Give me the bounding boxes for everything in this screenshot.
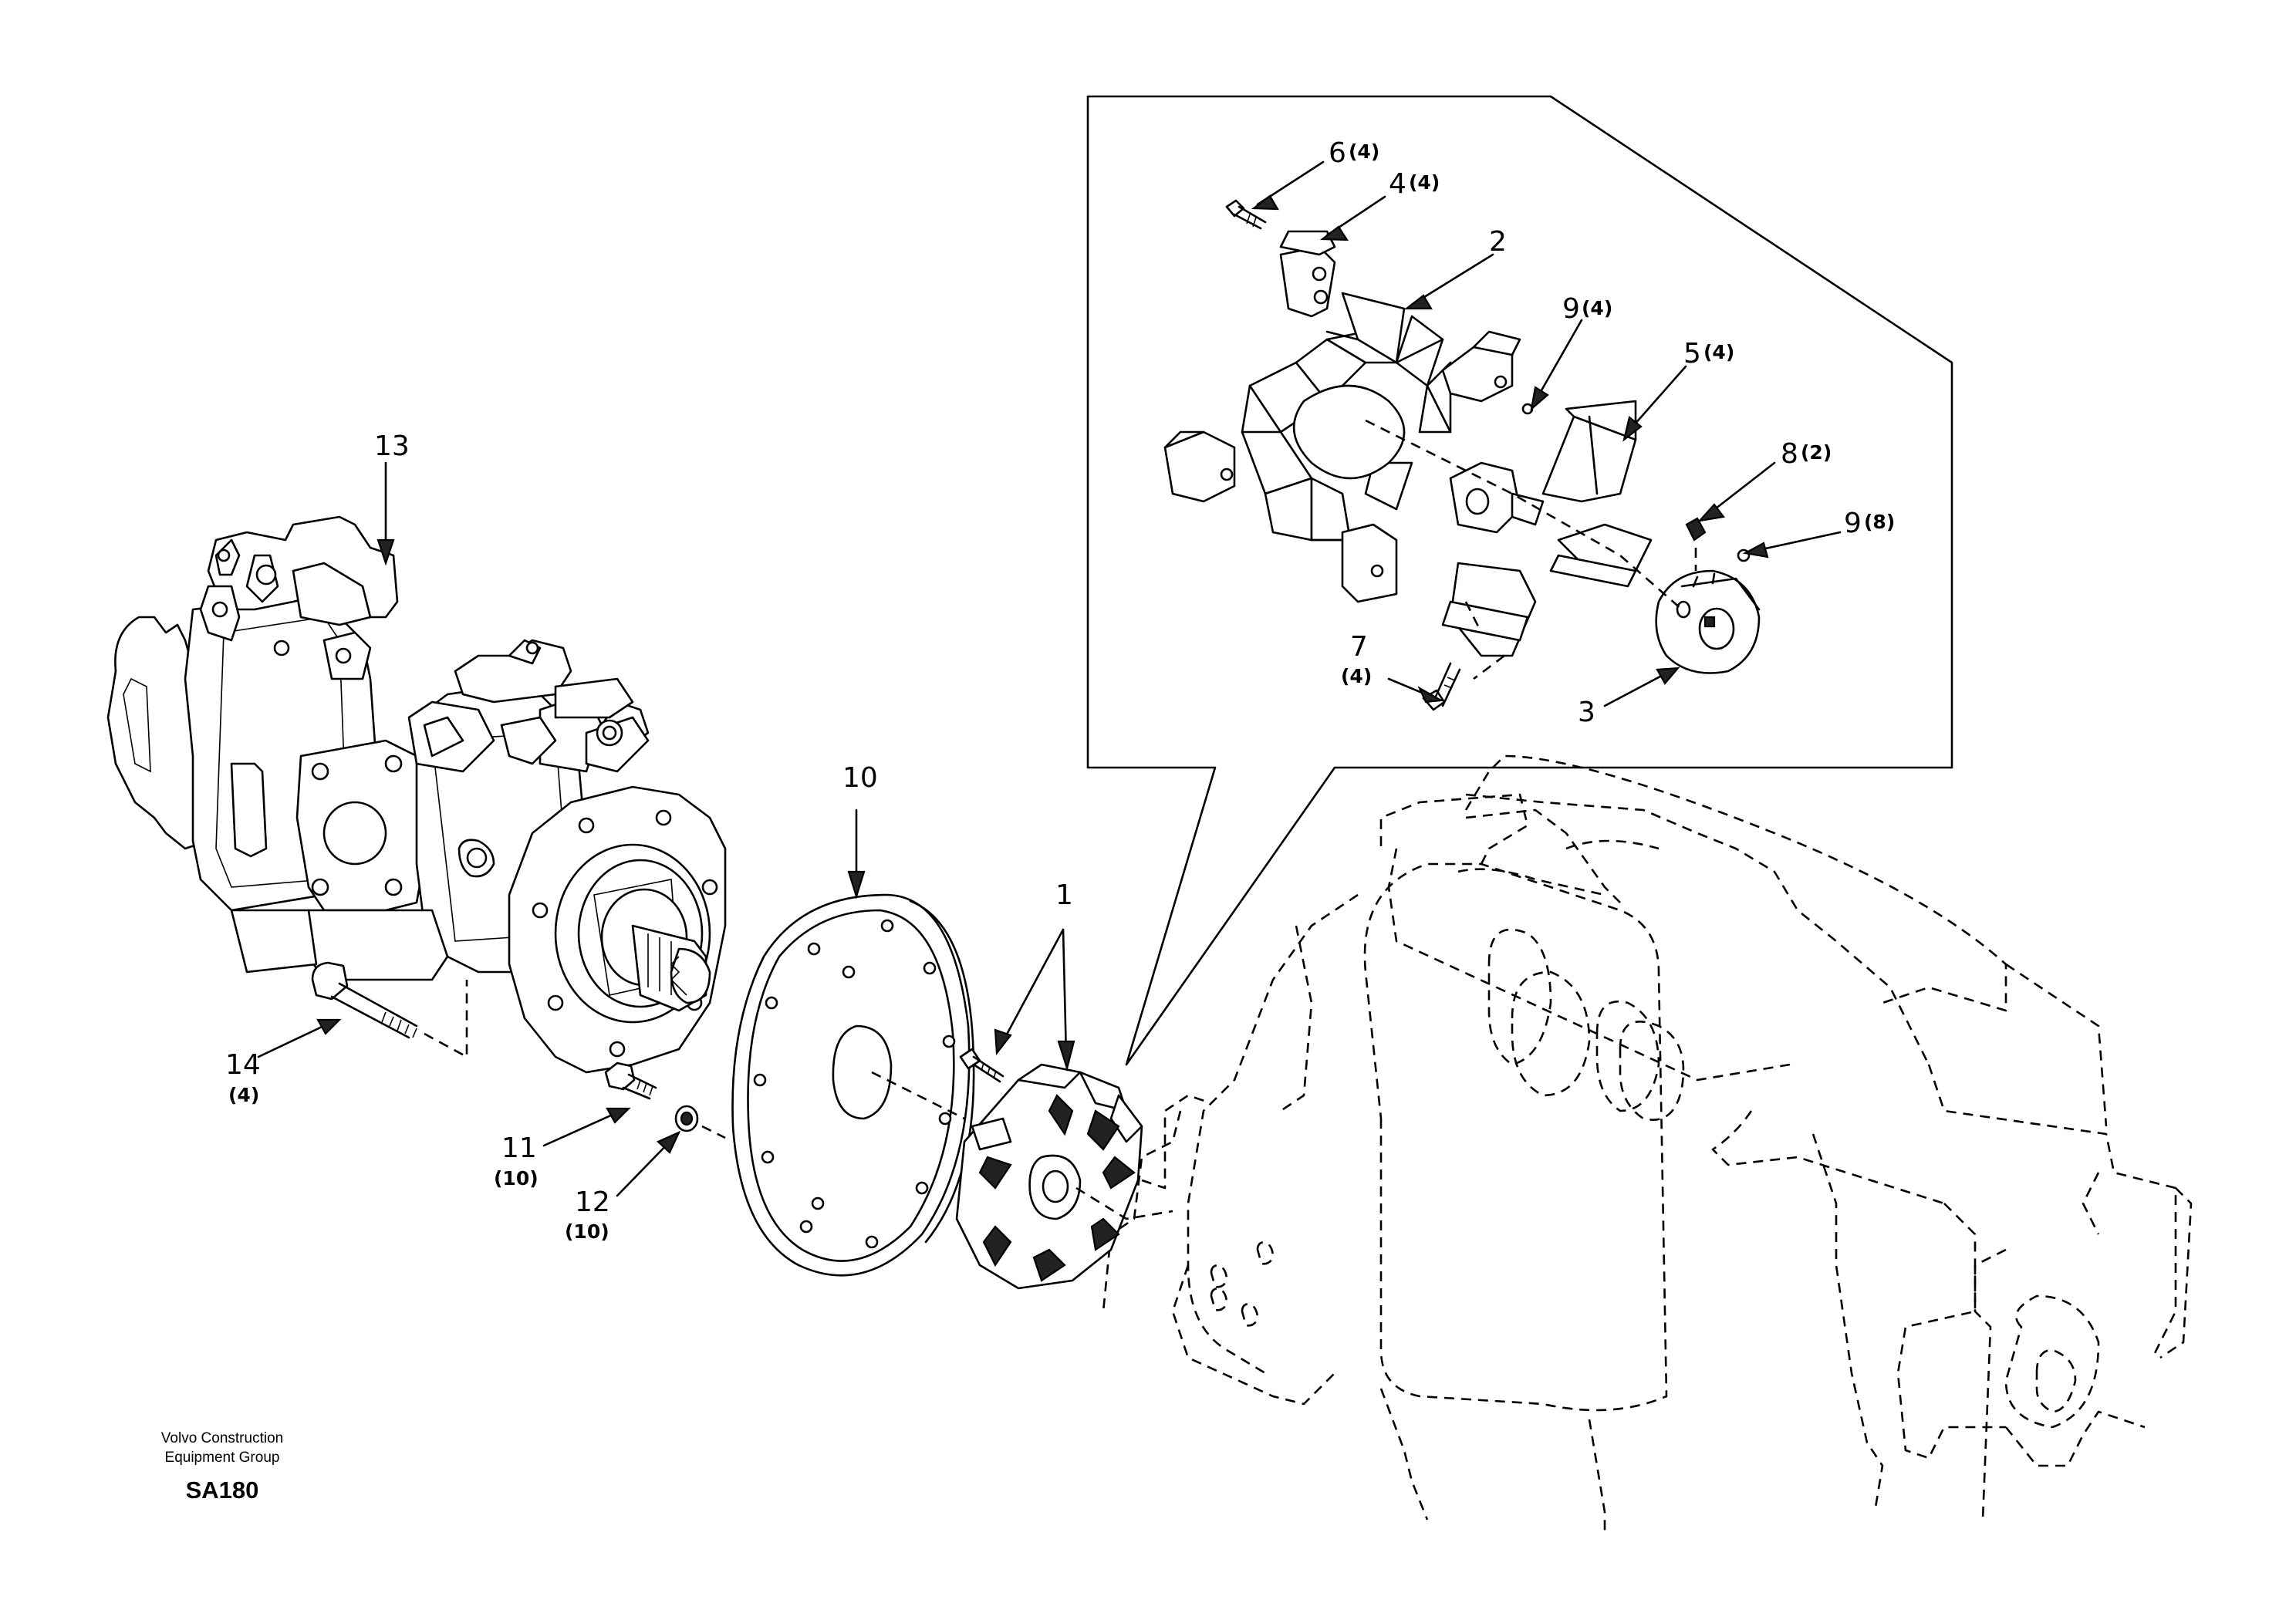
- callout-9a-qty: (4): [1582, 297, 1612, 319]
- callout-1-number: 1: [1055, 879, 1073, 911]
- bolt-6: [1225, 199, 1267, 230]
- callout-8-qty: (2): [1801, 441, 1832, 464]
- callout-7-number: 7: [1350, 631, 1368, 663]
- key-4: [1279, 230, 1336, 318]
- callout-11-qty: (10): [494, 1167, 539, 1190]
- callout-14-number: 14: [225, 1049, 261, 1081]
- alignment-line-2: [1141, 1094, 1212, 1190]
- callout-13-number: 13: [374, 430, 410, 462]
- callout-6-number: 6: [1329, 137, 1346, 169]
- callout-4-qty: (4): [1409, 171, 1440, 194]
- callout-labels: 13 10 1 14 (4) 11 (10) 12 (10) 6 (4) 4 (…: [225, 137, 1895, 1243]
- callout-14-qty: (4): [228, 1084, 259, 1106]
- callout-3-number: 3: [1578, 697, 1595, 728]
- callout-8-number: 8: [1781, 438, 1798, 470]
- hydraulic-pump: [106, 515, 727, 1074]
- alignment-line: [871, 1071, 965, 1120]
- callout-9b-qty: (8): [1864, 511, 1895, 533]
- flywheel-plate: [731, 893, 975, 1277]
- callout-12-qty: (10): [565, 1220, 609, 1243]
- callout-9a-number: 9: [1562, 293, 1580, 325]
- wedge-parts: [1549, 523, 1653, 588]
- callout-5-number: 5: [1683, 338, 1701, 370]
- callout-5-qty: (4): [1703, 341, 1734, 363]
- key-bottom: [1341, 523, 1398, 603]
- drawing-code: SA180: [186, 1477, 259, 1504]
- footer-brand: Volvo Construction Equipment Group SA180: [161, 1430, 283, 1504]
- hub-3: [1655, 569, 1761, 674]
- plate-bottom: [1441, 562, 1537, 657]
- callout-2-number: 2: [1489, 226, 1507, 258]
- coupling-assembly: [955, 1048, 1173, 1290]
- coupling-spider: [1241, 292, 1452, 542]
- detail-inset: [1086, 95, 1953, 1066]
- set-screw-8: [1685, 517, 1707, 571]
- bolt-7: [1422, 662, 1461, 711]
- callout-6-qty: (4): [1349, 140, 1379, 163]
- engine-outline: [1102, 754, 2193, 1535]
- washer-12: [674, 1105, 726, 1139]
- bolt-11: [604, 1061, 657, 1100]
- callout-7-qty: (4): [1341, 665, 1372, 687]
- bolt-14: [311, 961, 468, 1058]
- callout-9b-number: 9: [1844, 508, 1862, 539]
- key-left: [1163, 430, 1236, 503]
- brand-line-2: Equipment Group: [165, 1450, 280, 1466]
- callout-12-number: 12: [575, 1186, 610, 1218]
- leader-lines: [257, 160, 1842, 1197]
- key-right: [1441, 330, 1521, 403]
- plate-5: [1541, 400, 1637, 503]
- brand-line-1: Volvo Construction: [161, 1430, 283, 1446]
- hub-insert: [1449, 461, 1545, 534]
- callout-4-number: 4: [1389, 168, 1406, 200]
- callout-10-number: 10: [842, 762, 878, 794]
- callout-11-number: 11: [501, 1132, 537, 1164]
